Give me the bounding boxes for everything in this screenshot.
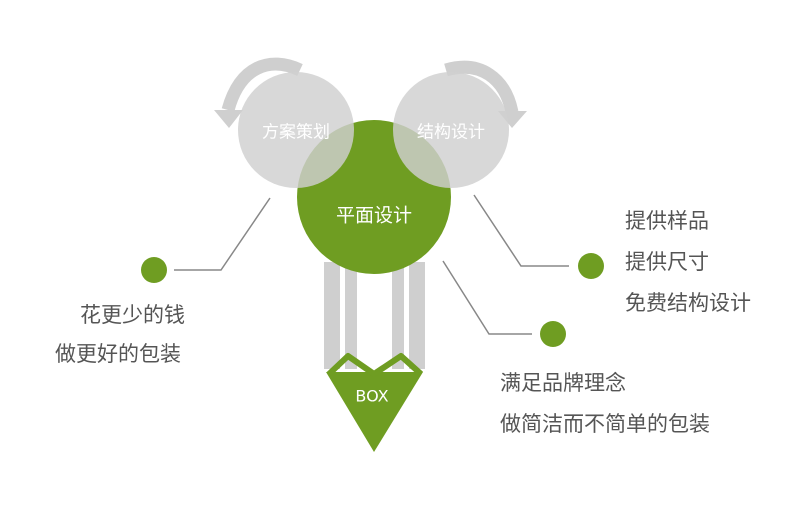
pencil-stripe-1 [324,262,340,369]
right-lower-note-line-1: 满足品牌理念 [500,371,626,395]
pencil-stripe-3 [392,262,404,369]
left-note-line-2: 做更好的包装 [55,342,181,366]
top-left-label: 方案策划 [262,122,330,143]
left-curved-arrow [221,57,303,112]
right-upper-note-line-2: 提供尺寸 [625,250,709,274]
right-curved-arrow [444,60,519,114]
left-connector-line [174,197,271,271]
center-label: 平面设计 [335,204,413,227]
right-lower-note-line-2: 做简洁而不简单的包装 [500,412,710,436]
left-dot [141,257,167,283]
pencil-tip-notch [326,353,424,377]
left-gray-circle [238,72,354,188]
pencil-stripe-4 [409,262,425,369]
right-lower-dot [540,321,566,347]
right-upper-note-line-1: 提供样品 [625,209,709,233]
right-upper-dot [578,253,604,279]
right-upper-connector-line [473,194,569,267]
left-note-line-1: 花更少的钱 [80,303,185,327]
right-gray-circle [393,72,509,188]
pencil-stripe-2 [345,262,357,369]
pencil-tip [326,372,423,452]
right-lower-connector-line [442,260,532,335]
top-right-label: 结构设计 [417,122,485,143]
right-upper-note-line-3: 免费结构设计 [625,291,751,315]
left-arrow-head-icon [214,110,243,128]
box-label: BOX [355,386,389,406]
